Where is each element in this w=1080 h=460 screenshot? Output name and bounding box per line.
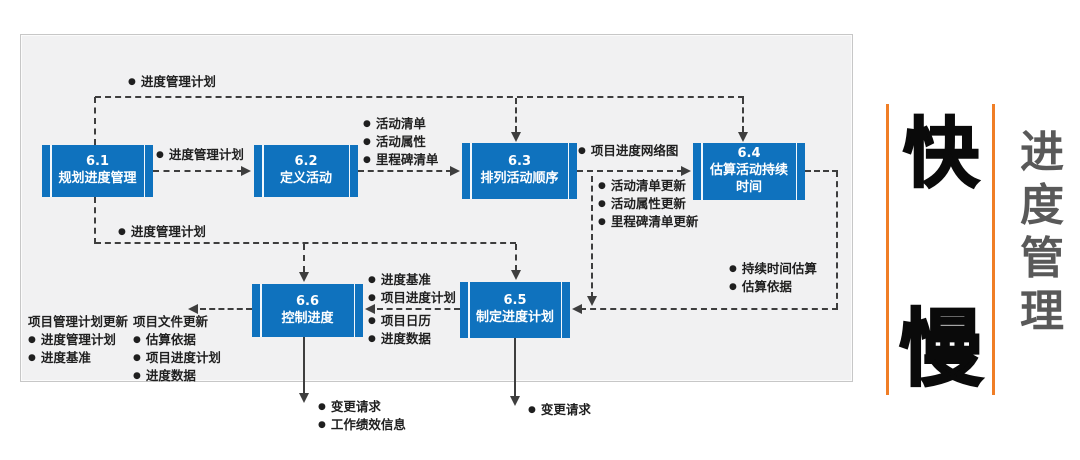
process-number: 6.2 xyxy=(294,154,318,170)
connector-62-to-63 xyxy=(358,170,452,172)
process-box-6-6: 6.6 控制进度 xyxy=(252,284,363,337)
arrowhead-left-icon xyxy=(365,304,375,314)
arrowhead-down-icon xyxy=(299,272,309,282)
title-char: 理 xyxy=(1020,286,1064,337)
arrowhead-right-icon xyxy=(241,166,251,176)
process-box-6-5: 6.5 制定进度计划 xyxy=(460,282,570,338)
process-box-6-1: 6.1 规划进度管理 xyxy=(42,145,153,197)
arrowhead-right-icon xyxy=(681,166,691,176)
connector-top-line xyxy=(95,96,744,98)
arrowhead-right-icon xyxy=(450,166,460,176)
connector-mid-line xyxy=(95,242,516,244)
arrowhead-down-icon xyxy=(738,132,748,142)
banner-vertical-title: 进 度 管 理 xyxy=(1016,126,1068,338)
label-out-66-bottom: 变更请求 工作绩效信息 xyxy=(318,398,406,434)
label-66-plan-updates: 项目管理计划更新 进度管理计划 进度基准 xyxy=(28,313,128,367)
process-name: 估算活动持续时间 xyxy=(709,163,788,195)
label-out-63-main: 项目进度网络图 xyxy=(578,142,679,160)
connector-63-to-64 xyxy=(577,170,683,172)
label-out-62: 活动清单 活动属性 里程碑清单 xyxy=(363,115,439,169)
arrowhead-down-icon xyxy=(510,396,520,406)
connector-64-route-down xyxy=(836,171,838,309)
connector-into-65-right xyxy=(580,308,838,310)
connector-into-65-top xyxy=(515,244,517,271)
title-char: 进 xyxy=(1020,127,1064,178)
connector-64-out-right xyxy=(805,170,838,172)
arrowhead-left-icon xyxy=(188,304,198,314)
process-number: 6.6 xyxy=(295,293,320,309)
process-panel xyxy=(20,34,853,382)
process-number: 6.5 xyxy=(503,293,527,309)
connector-into-64-top xyxy=(742,98,744,132)
process-name: 排列活动顺序 xyxy=(480,171,559,186)
label-plan-61-62: 进度管理计划 xyxy=(156,146,244,164)
process-name: 定义活动 xyxy=(279,171,332,186)
banner-fast-char: 快 xyxy=(902,108,980,199)
process-name: 规划进度管理 xyxy=(58,171,137,186)
process-number: 6.3 xyxy=(507,154,532,170)
arrowhead-down-icon xyxy=(299,393,309,403)
process-name: 控制进度 xyxy=(281,310,334,326)
connector-65-to-66 xyxy=(377,308,460,310)
label-plan-mid: 进度管理计划 xyxy=(118,223,206,241)
arrowhead-down-icon xyxy=(511,132,521,142)
connector-into-66-top xyxy=(303,244,305,272)
label-plan-top: 进度管理计划 xyxy=(128,73,216,91)
process-name: 制定进度计划 xyxy=(475,310,554,325)
connector-into-63-top xyxy=(515,98,517,132)
label-out-65-upper: 进度基准 项目进度计划 xyxy=(368,271,456,307)
connector-61-up xyxy=(94,97,96,145)
banner-slow-char: 慢 xyxy=(898,299,984,399)
title-char: 度 xyxy=(1020,180,1064,231)
label-out-65-lower: 项目日历 进度数据 xyxy=(368,312,431,348)
connector-61-to-62 xyxy=(153,170,243,172)
connector-63-updates-down xyxy=(591,176,593,298)
label-66-doc-updates: 项目文件更新 估算依据 项目进度计划 进度数据 xyxy=(133,313,221,385)
connector-66-out-left xyxy=(200,308,252,310)
connector-65-down xyxy=(514,338,516,397)
banner-orange-line-right xyxy=(992,104,995,395)
connector-61-down xyxy=(94,197,96,244)
process-box-6-2: 6.2 定义活动 xyxy=(254,145,358,197)
arrowhead-down-icon xyxy=(511,270,521,280)
process-number: 6.4 xyxy=(737,146,761,162)
process-box-6-3: 6.3 排列活动顺序 xyxy=(462,143,577,199)
label-out-65-bottom: 变更请求 xyxy=(528,401,591,419)
process-box-6-4: 6.4 估算活动持续时间 xyxy=(693,143,805,200)
banner-orange-line-left xyxy=(886,104,889,395)
label-out-64: 持续时间估算 估算依据 xyxy=(729,260,817,296)
arrowhead-left-icon xyxy=(572,304,582,314)
title-char: 管 xyxy=(1020,233,1064,284)
label-out-63-updates: 活动清单更新 活动属性更新 里程碑清单更新 xyxy=(598,177,699,231)
connector-66-down xyxy=(303,337,305,394)
process-number: 6.1 xyxy=(85,154,110,170)
arrowhead-down-icon xyxy=(587,296,597,306)
